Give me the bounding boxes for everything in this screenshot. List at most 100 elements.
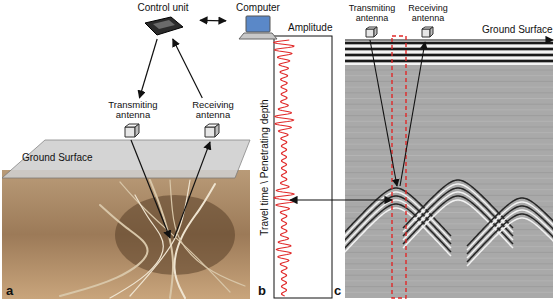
reflection-hyperbola [467,210,553,258]
antenna-box [430,27,433,37]
noise [345,87,553,88]
device-panel [153,20,175,29]
node-label: Transmiting antenna [344,4,400,24]
noise [345,252,553,253]
antenna-box [366,29,374,37]
panel-letter: b [258,284,266,298]
wave-path [131,140,170,238]
noise [345,269,553,270]
soil-photo [2,170,250,299]
antenna: Receiving antenna [180,100,246,139]
root [60,205,148,296]
antenna-box [205,127,215,137]
surface-band [345,42,553,44]
control-unit: Control unit [128,2,198,37]
laptop-screen [246,16,270,32]
node-icon [204,123,222,139]
node-label: Computer [236,2,280,13]
noise [345,155,553,156]
noise [345,121,553,122]
root [170,180,245,286]
noise [345,292,553,293]
antenna-box [135,124,139,137]
surface-band [345,60,553,62]
noise [345,178,553,179]
antenna: Transmiting antenna [344,4,400,39]
noise [345,263,553,264]
reflection-hyperbola [403,180,513,228]
noise [345,275,553,276]
surface-band [345,63,553,65]
noise [345,98,553,99]
connector [200,20,226,22]
noise [345,104,553,105]
reflection-hyperbola [467,198,553,246]
connector [139,39,157,98]
antenna-box [422,29,430,37]
noise [345,92,553,93]
node-label: Transmiting antenna [100,100,166,121]
computer: Computer [228,2,288,41]
text-label: Ground Surface [22,152,93,163]
amplitude-trace [274,40,294,296]
node-label: Receiving antenna [180,100,246,121]
surface-band [345,48,553,50]
reflection-hyperbola [403,188,513,236]
surface-axis [345,39,553,40]
noise [345,189,553,190]
roots [60,180,245,298]
node-label: Receiving antenna [400,4,456,24]
reflection-hyperbola [467,218,553,266]
text-label: Ground Surface [482,24,553,35]
node-icon [238,15,278,41]
control-device [145,17,183,35]
noise [345,115,553,116]
trace-box [274,36,332,298]
wave-path [400,42,425,186]
noise [345,138,553,139]
surface-band [345,57,553,59]
surface-band [345,54,553,56]
panel-letter: c [334,284,341,298]
radargram [345,41,553,298]
noise [345,161,553,162]
panel-letter: a [6,284,13,298]
antenna-box [125,127,135,137]
text-label: Amplitude [288,22,332,33]
reflection-hyperbola [467,206,553,254]
noise [345,172,553,173]
noise [345,127,553,128]
node-icon [365,26,380,39]
connector [173,39,203,98]
trace-marker [392,36,406,298]
noise [345,70,553,71]
noise [345,258,553,259]
node-icon [421,26,436,39]
reflection-hyperbola [403,184,513,232]
antenna-box [374,27,377,37]
root [110,195,163,298]
antenna: Transmiting antenna [100,100,166,139]
radargram-reflections [345,42,553,292]
surface-band [345,45,553,47]
antenna: Receiving antenna [400,4,456,39]
noise [345,166,553,167]
noise [345,229,553,230]
laptop-base [239,33,277,39]
node-icon [124,123,142,139]
wave-path [370,40,397,186]
antenna-box [215,124,219,137]
noise [345,81,553,82]
noise [345,109,553,110]
wave-path [174,142,210,238]
noise [345,223,553,224]
node-label: Control unit [137,2,188,13]
axis-label: Travel time \ Penetrating depth [259,83,270,253]
noise [345,132,553,133]
noise [345,149,553,150]
surface-band [345,51,553,53]
